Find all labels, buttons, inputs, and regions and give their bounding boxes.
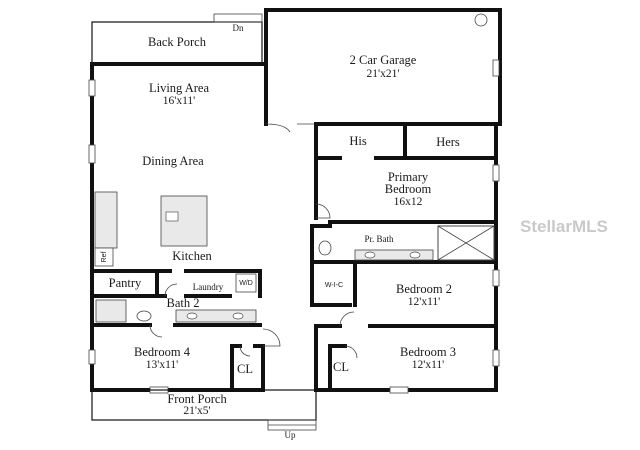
interior-walls bbox=[90, 122, 498, 392]
his-closet-label: His bbox=[349, 134, 367, 148]
back-porch-label: Back Porch bbox=[148, 35, 207, 49]
bedroom-3-dims: 12'x11' bbox=[412, 359, 444, 371]
primary-bedroom-dims: 16x12 bbox=[394, 196, 423, 208]
kitchen-label: Kitchen bbox=[172, 249, 212, 263]
laundry-fixtures bbox=[235, 273, 257, 293]
door-swings bbox=[149, 203, 358, 359]
primary-bath-fixtures bbox=[318, 225, 495, 261]
dining-area-label: Dining Area bbox=[142, 154, 204, 168]
bath2-fixtures bbox=[95, 299, 257, 323]
front-porch-dims: 21'x5' bbox=[183, 405, 210, 417]
bedroom-2-dims: 12'x11' bbox=[408, 296, 440, 308]
primary-bath-label: Pr. Bath bbox=[364, 234, 394, 244]
walk-in-closet-label: W-I-C bbox=[325, 282, 343, 289]
hers-closet-label: Hers bbox=[436, 135, 460, 149]
bedroom-4-dims: 13'x11' bbox=[146, 359, 178, 371]
house-outer-walls bbox=[90, 62, 498, 392]
up-label: Up bbox=[285, 430, 296, 440]
watermark: StellarMLS bbox=[520, 217, 608, 236]
bedroom-2-label: Bedroom 2 bbox=[396, 282, 452, 296]
ref-label: Ref bbox=[101, 252, 108, 263]
closet-bedroom-4-label: CL bbox=[237, 362, 253, 376]
closet-bedroom-3-label: CL bbox=[333, 360, 349, 374]
front-porch-outline bbox=[91, 389, 317, 431]
room-labels: Back Porch Dn 2 Car Garage 21'x21' Livin… bbox=[101, 23, 460, 440]
primary-bedroom-label-1: Primary bbox=[388, 170, 429, 184]
garage-dims: 21'x21' bbox=[367, 68, 400, 80]
bath-2-label: Bath 2 bbox=[167, 296, 200, 310]
bedroom-3-label: Bedroom 3 bbox=[400, 345, 456, 359]
dn-label: Dn bbox=[233, 23, 244, 33]
wd-label: W/D bbox=[239, 280, 253, 287]
garage-label: 2 Car Garage bbox=[350, 53, 417, 67]
kitchen-fixtures bbox=[94, 191, 208, 267]
laundry-label: Laundry bbox=[193, 282, 224, 292]
bedroom-4-label: Bedroom 4 bbox=[134, 345, 191, 359]
front-porch-label: Front Porch bbox=[167, 392, 227, 406]
primary-bedroom-label-2: Bedroom bbox=[385, 182, 432, 196]
pantry-label: Pantry bbox=[109, 276, 142, 290]
living-area-label: Living Area bbox=[149, 81, 210, 95]
living-area-dims: 16'x11' bbox=[163, 95, 195, 107]
